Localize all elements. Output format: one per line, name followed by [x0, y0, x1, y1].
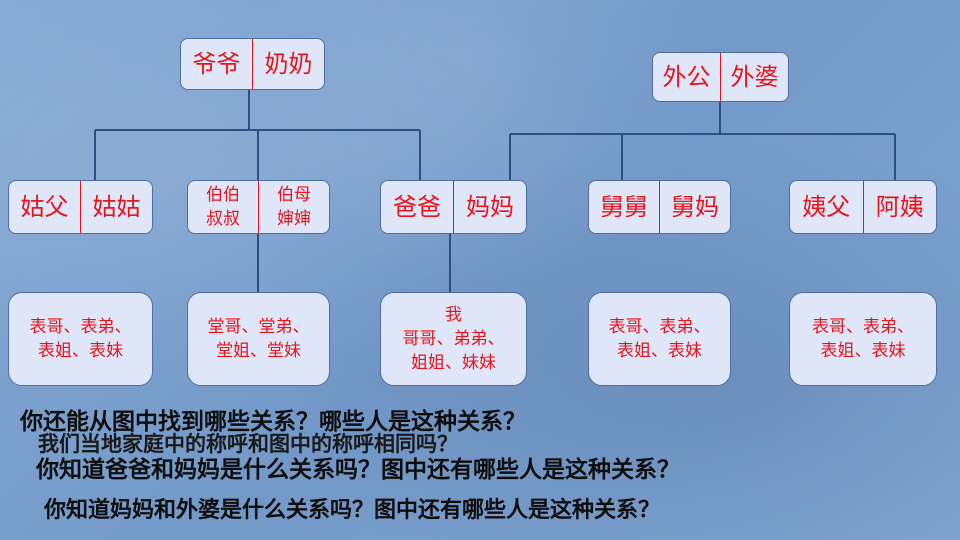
divider	[453, 181, 454, 233]
child-line: 表姐、表妹	[38, 341, 123, 361]
aunt-younger-label: 婶婶	[277, 209, 311, 229]
relative-box-uncle-maternal: 舅舅 舅妈	[588, 180, 731, 234]
grandparents-paternal-box: 爷爷 奶奶	[180, 38, 325, 90]
father-label: 爸爸	[393, 193, 441, 221]
grandparents-maternal-box: 外公 外婆	[652, 52, 789, 102]
divider	[862, 181, 864, 233]
relative-left-label: 舅舅	[600, 193, 648, 221]
child-line: 哥哥、弟弟、	[402, 329, 505, 349]
aunt-elder-label: 伯母	[277, 185, 311, 205]
mother-label: 妈妈	[466, 193, 514, 221]
relative-box-parents: 爸爸 妈妈	[380, 180, 527, 234]
question-1: 你还能从图中找到哪些关系？哪些人是这种关系？	[20, 409, 526, 435]
divider	[720, 53, 721, 101]
child-line: 堂哥、堂弟、	[207, 317, 310, 337]
divider	[659, 181, 660, 233]
grandmother-label: 奶奶	[264, 50, 313, 78]
grandfather-label: 爷爷	[192, 50, 241, 78]
divider	[258, 181, 259, 233]
children-box-cousins-2: 堂哥、堂弟、 堂姐、堂妹	[187, 292, 330, 386]
child-line: 堂姐、堂妹	[216, 341, 301, 361]
relative-box-aunt-paternal: 姑父 姑姑	[8, 180, 153, 234]
maternal-grandfather-label: 外公	[662, 63, 711, 91]
children-box-cousins-3: 表哥、表弟、 表姐、表妹	[588, 292, 731, 386]
child-line: 我	[445, 305, 462, 325]
divider	[252, 39, 253, 89]
uncle-elder-label: 伯伯	[206, 185, 240, 205]
divider	[80, 181, 81, 233]
relative-right-label: 伯母 婶婶	[259, 183, 329, 231]
child-line: 表姐、表妹	[617, 341, 702, 361]
child-line: 表哥、表弟、	[29, 317, 132, 337]
relative-box-uncles-paternal: 伯伯 叔叔 伯母 婶婶	[187, 180, 330, 234]
relative-left-label: 姑父	[20, 193, 69, 221]
question-4: 你知道妈妈和外婆是什么关系吗？图中还有哪些人是这种关系？	[44, 498, 661, 523]
relative-left-label: 伯伯 叔叔	[188, 183, 258, 231]
child-line: 表哥、表弟、	[812, 317, 914, 337]
relative-right-label: 阿姨	[875, 193, 924, 221]
child-line: 姐姐、妹妹	[411, 353, 496, 373]
child-line: 表姐、表妹	[820, 341, 906, 361]
relative-right-label: 舅妈	[671, 193, 719, 221]
relative-box-aunt-maternal: 姨父 阿姨	[789, 180, 937, 234]
maternal-grandmother-label: 外婆	[730, 63, 779, 91]
children-box-siblings: 我 哥哥、弟弟、 姐姐、妹妹	[380, 292, 527, 386]
question-3: 你知道爸爸和妈妈是什么关系吗？图中还有哪些人是这种关系？	[36, 457, 680, 483]
children-box-cousins-4: 表哥、表弟、 表姐、表妹	[789, 292, 937, 386]
uncle-younger-label: 叔叔	[206, 209, 240, 229]
children-box-cousins-1: 表哥、表弟、 表姐、表妹	[8, 292, 153, 386]
relative-left-label: 姨父	[802, 193, 851, 221]
relative-right-label: 姑姑	[92, 193, 141, 221]
child-line: 表哥、表弟、	[608, 317, 711, 337]
question-2: 我们当地家庭中的称呼和图中的称呼相同吗？	[38, 432, 458, 456]
